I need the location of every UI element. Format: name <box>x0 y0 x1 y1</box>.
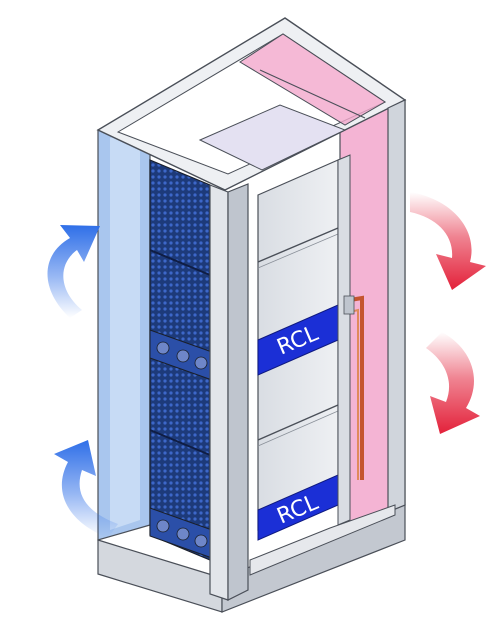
rear-right-post <box>387 99 406 513</box>
inner-top-plate <box>198 104 347 171</box>
hot-zone-top <box>239 33 386 126</box>
top-crossbar <box>259 69 366 119</box>
front-right-post-side <box>227 183 249 601</box>
upper-fan-unit <box>149 329 213 381</box>
module-seam <box>257 233 339 269</box>
module-seam <box>257 410 339 447</box>
panel-divider <box>149 249 211 276</box>
panel-divider <box>149 429 211 456</box>
upper-hot-air-arrow-icon <box>410 192 486 290</box>
lower-hot-air-arrow-icon <box>426 332 480 434</box>
module-seam <box>257 404 339 441</box>
cold-zone-tint <box>110 128 140 530</box>
lower-cool-air-arrow-icon <box>54 440 118 538</box>
bottom-tray <box>249 504 396 576</box>
copper-pipe <box>343 295 364 480</box>
rear-post-inner <box>337 154 351 526</box>
front-right-post <box>209 184 229 601</box>
module-seam <box>257 227 339 263</box>
upper-cool-air-arrow-icon <box>47 225 100 318</box>
